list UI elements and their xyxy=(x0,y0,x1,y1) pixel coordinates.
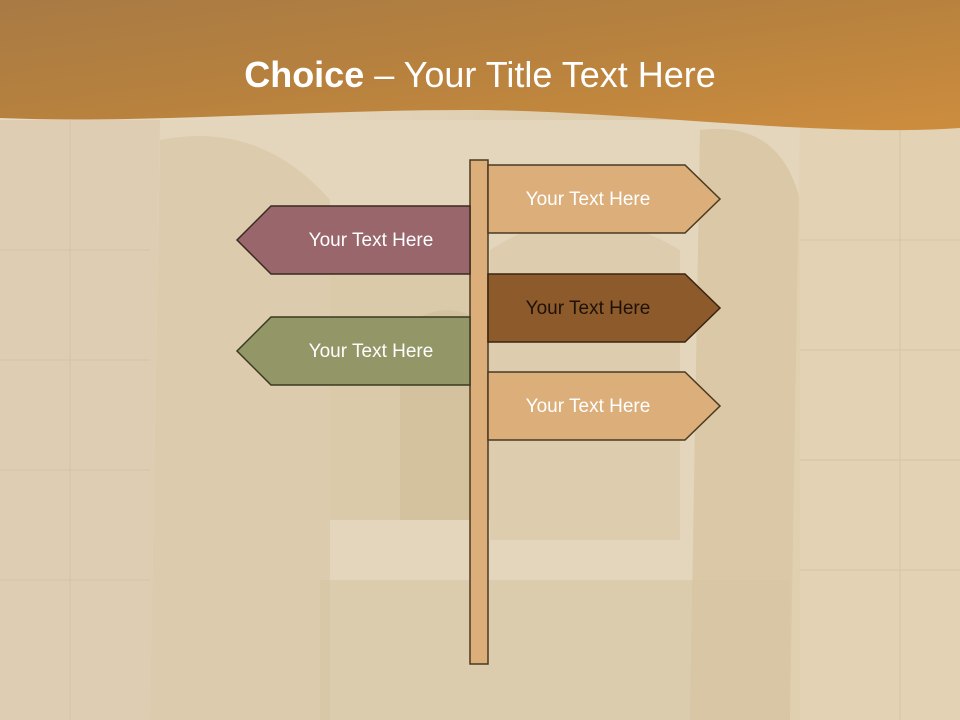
sign-2-arrow[interactable] xyxy=(235,205,471,275)
sign-5-label: Your Text Here xyxy=(525,396,651,417)
sign-3-label: Your Text Here xyxy=(525,298,651,319)
sign-5-arrow[interactable] xyxy=(487,371,722,441)
slide-title: Choice – Your Title Text Here xyxy=(0,52,960,98)
sign-4-arrow[interactable] xyxy=(235,316,471,386)
title-rest: – Your Title Text Here xyxy=(364,54,716,95)
title-bold: Choice xyxy=(244,54,365,95)
sign-4-label: Your Text Here xyxy=(308,341,434,362)
sign-3-arrow[interactable] xyxy=(487,273,722,343)
sign-1-arrow[interactable] xyxy=(487,164,722,234)
sign-1-label: Your Text Here xyxy=(525,189,651,210)
sign-2-label: Your Text Here xyxy=(308,230,434,251)
signpost-pole xyxy=(469,159,489,665)
